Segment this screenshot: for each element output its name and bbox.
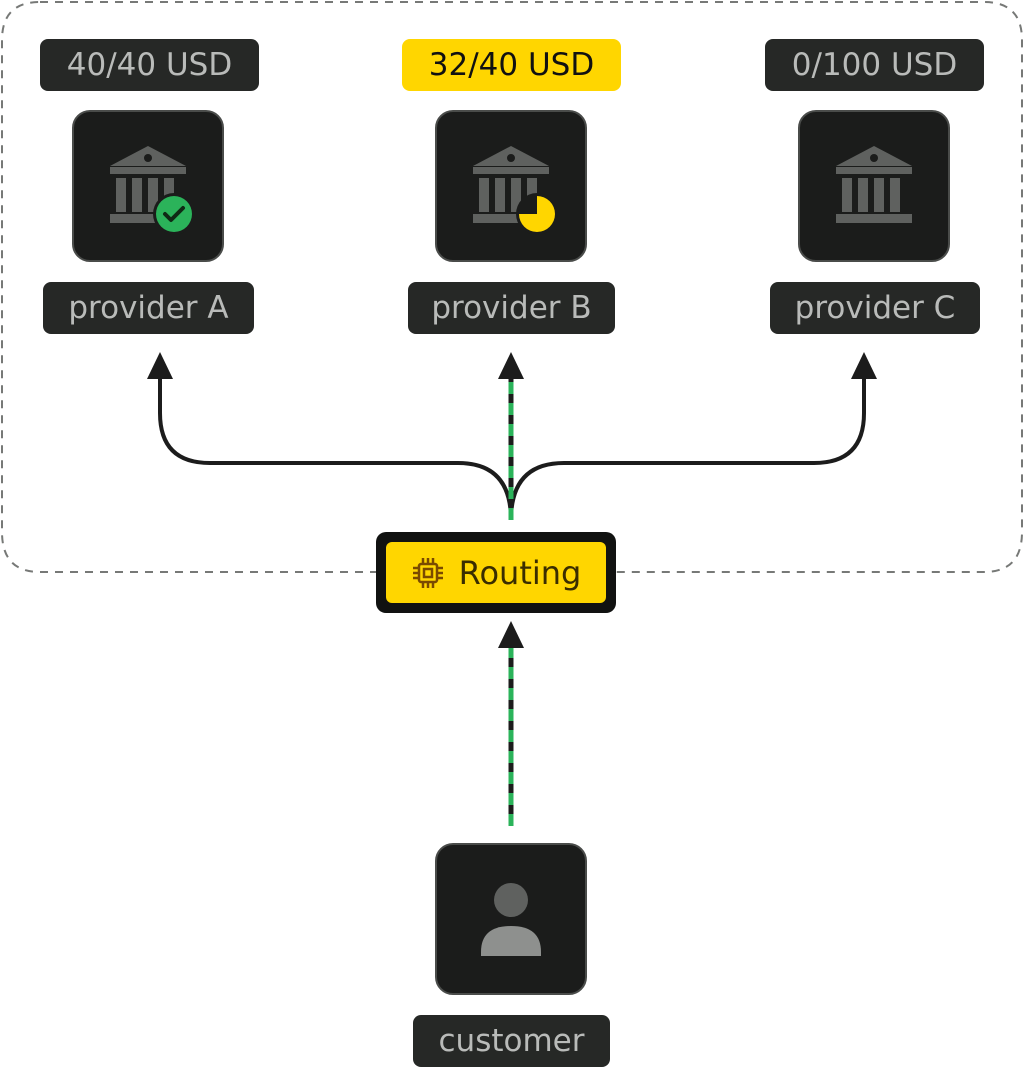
- bank-icon: [836, 146, 912, 223]
- customer-label: customer: [413, 1015, 610, 1067]
- routing-node[interactable]: Routing: [386, 542, 606, 603]
- person-icon: [481, 883, 541, 956]
- chip-icon: [412, 557, 443, 588]
- provider-b-amount: 32/40 USD: [402, 39, 621, 91]
- routing-label: Routing: [458, 553, 582, 592]
- provider-c-label: provider C: [770, 282, 980, 334]
- provider-a-tile[interactable]: [72, 110, 224, 262]
- arrowhead-provider-b: [498, 352, 524, 379]
- provider-b-label: provider B: [408, 282, 615, 334]
- pie-progress-icon: [516, 193, 558, 235]
- provider-group-boundary: [1, 1, 1023, 573]
- connector-to-provider-a: [158, 378, 513, 521]
- provider-a-amount: 40/40 USD: [40, 39, 259, 91]
- connector-to-provider-c: [509, 378, 866, 521]
- arrowhead-provider-c: [851, 352, 877, 379]
- customer-tile[interactable]: [435, 843, 587, 995]
- provider-a-label: provider A: [43, 282, 254, 334]
- arrowhead-routing: [498, 621, 524, 648]
- provider-b-tile[interactable]: [435, 110, 587, 262]
- arrowhead-provider-a: [147, 352, 173, 379]
- provider-c-amount: 0/100 USD: [765, 39, 984, 91]
- provider-c-tile[interactable]: [798, 110, 950, 262]
- check-circle-icon: [153, 193, 195, 235]
